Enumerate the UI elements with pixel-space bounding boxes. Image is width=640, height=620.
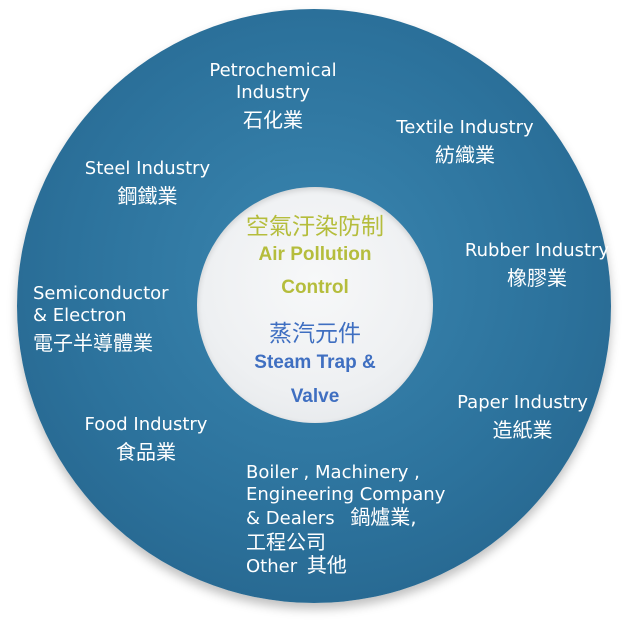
steel-label: Steel Industry 鋼鐵業 [70,158,225,209]
semiconductor-zh: 電子半導體業 [33,331,153,355]
air-pollution-zh: 空氣汙染防制 [246,214,384,240]
textile-zh: 紡織業 [435,143,495,167]
petrochemical-en-line1: Petrochemical [209,60,337,81]
semiconductor-en-line1: Semiconductor [33,283,169,304]
food-label: Food Industry 食品業 [66,414,226,465]
boiler-line5-zh: 其他 [306,553,347,577]
textile-label: Textile Industry 紡織業 [380,117,550,168]
boiler-line5: Other 其他 [246,554,445,578]
steam-trap-en-line1: Steam Trap & [254,352,376,373]
boiler-line2: Engineering Company [246,484,446,505]
rubber-label: Rubber Industry 橡膠業 [452,240,622,291]
rubber-zh: 橡膠業 [507,266,567,290]
boiler-line1: Boiler , Machinery , [246,462,420,483]
boiler-line3: & Dealers 鍋爐業, [246,506,445,530]
boiler-line5-en: Other [246,556,298,577]
air-pollution-en-line2: Control [281,277,349,298]
petrochemical-label: Petrochemical Industry 石化業 [193,60,353,133]
steel-zh: 鋼鐵業 [117,184,178,208]
paper-en: Paper Industry [457,392,588,413]
petrochemical-en-line2: Industry [235,82,311,103]
steam-trap-zh: 蒸汽元件 [269,321,361,347]
semiconductor-label: Semiconductor & Electron 電子半導體業 [33,283,169,356]
steel-en: Steel Industry [84,158,211,179]
boiler-line3-zh: 鍋爐業, [350,505,417,529]
paper-zh: 造紙業 [492,418,553,442]
food-zh: 食品業 [116,440,176,464]
boiler-line4: 工程公司 [246,530,326,554]
food-en: Food Industry [84,414,208,435]
air-pollution-en-line1: Air Pollution [258,244,372,265]
petrochemical-zh: 石化業 [243,108,303,132]
rubber-en: Rubber Industry [464,240,610,261]
steam-trap-en-line2: Valve [290,386,340,407]
center-circle [197,187,433,423]
paper-label: Paper Industry 造紙業 [440,392,605,443]
textile-en: Textile Industry [396,117,534,138]
boiler-machinery-label: Boiler , Machinery , Engineering Company… [246,462,445,578]
semiconductor-en-line2: & Electron [33,305,127,326]
boiler-line3-en: & Dealers [246,508,335,529]
